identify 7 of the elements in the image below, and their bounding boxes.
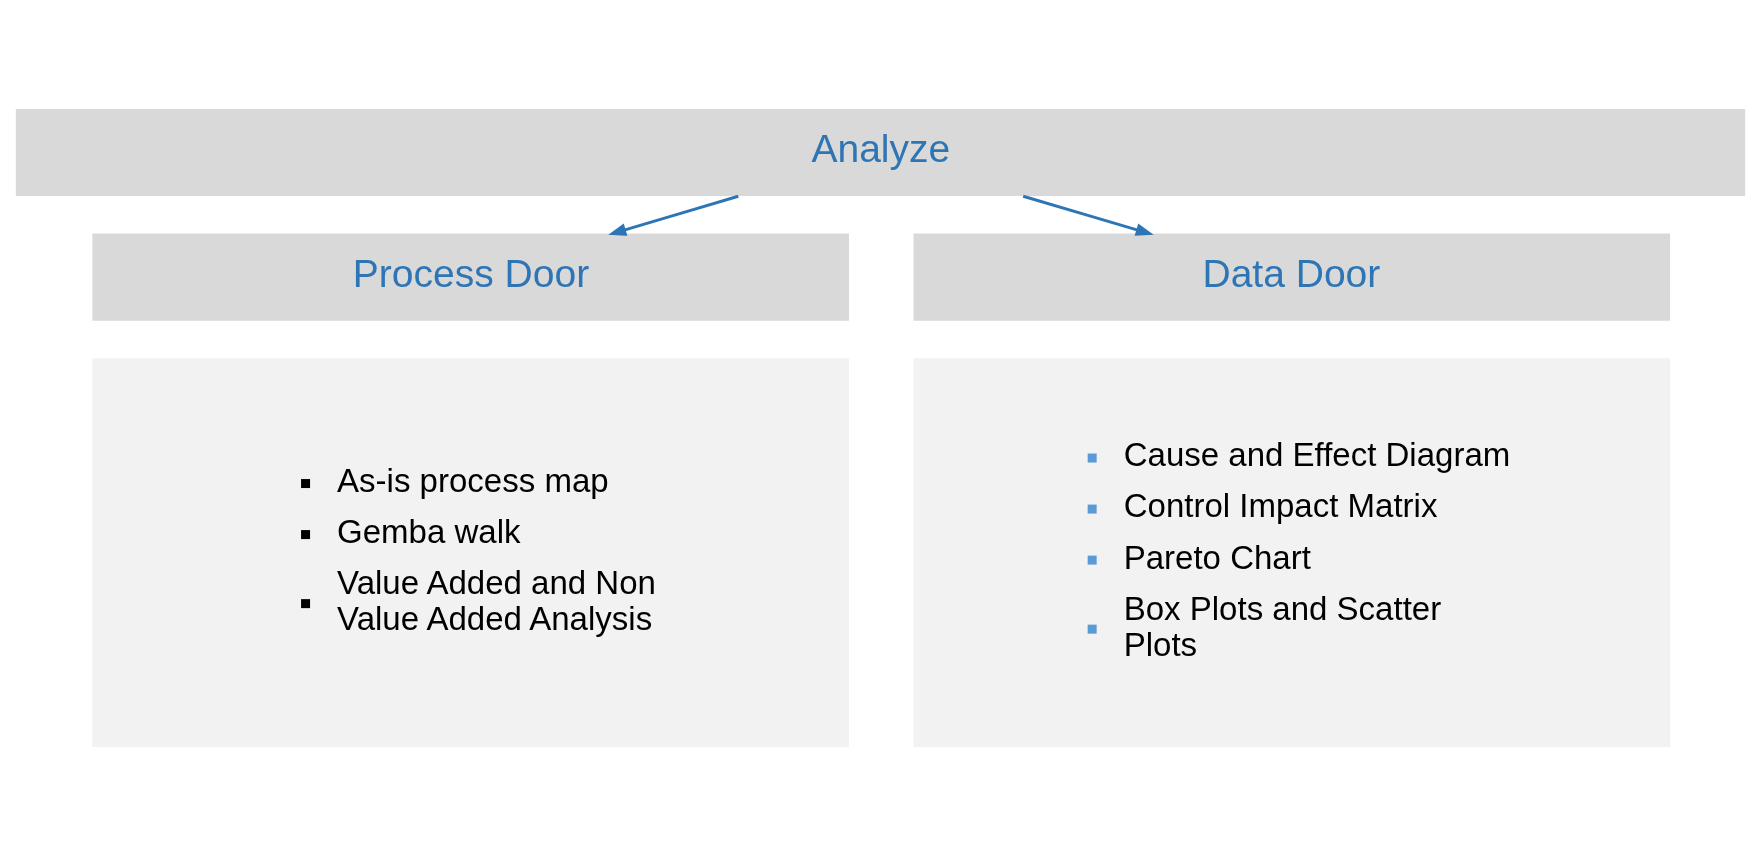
arrow — [1022, 194, 1154, 236]
node-box: Process Door — [91, 233, 849, 321]
node-box: As-is process map Gemba walk Value Added and Non Value Added Analysis — [91, 357, 849, 747]
arrow — [607, 194, 739, 236]
node-box: Data Door — [913, 233, 1670, 321]
node-box: Analyze — [15, 108, 1745, 196]
node-box: Cause and Effect Diagram Control Impact Matrix Pareto Chart Box Plots and Scatter Plots — [913, 357, 1670, 747]
